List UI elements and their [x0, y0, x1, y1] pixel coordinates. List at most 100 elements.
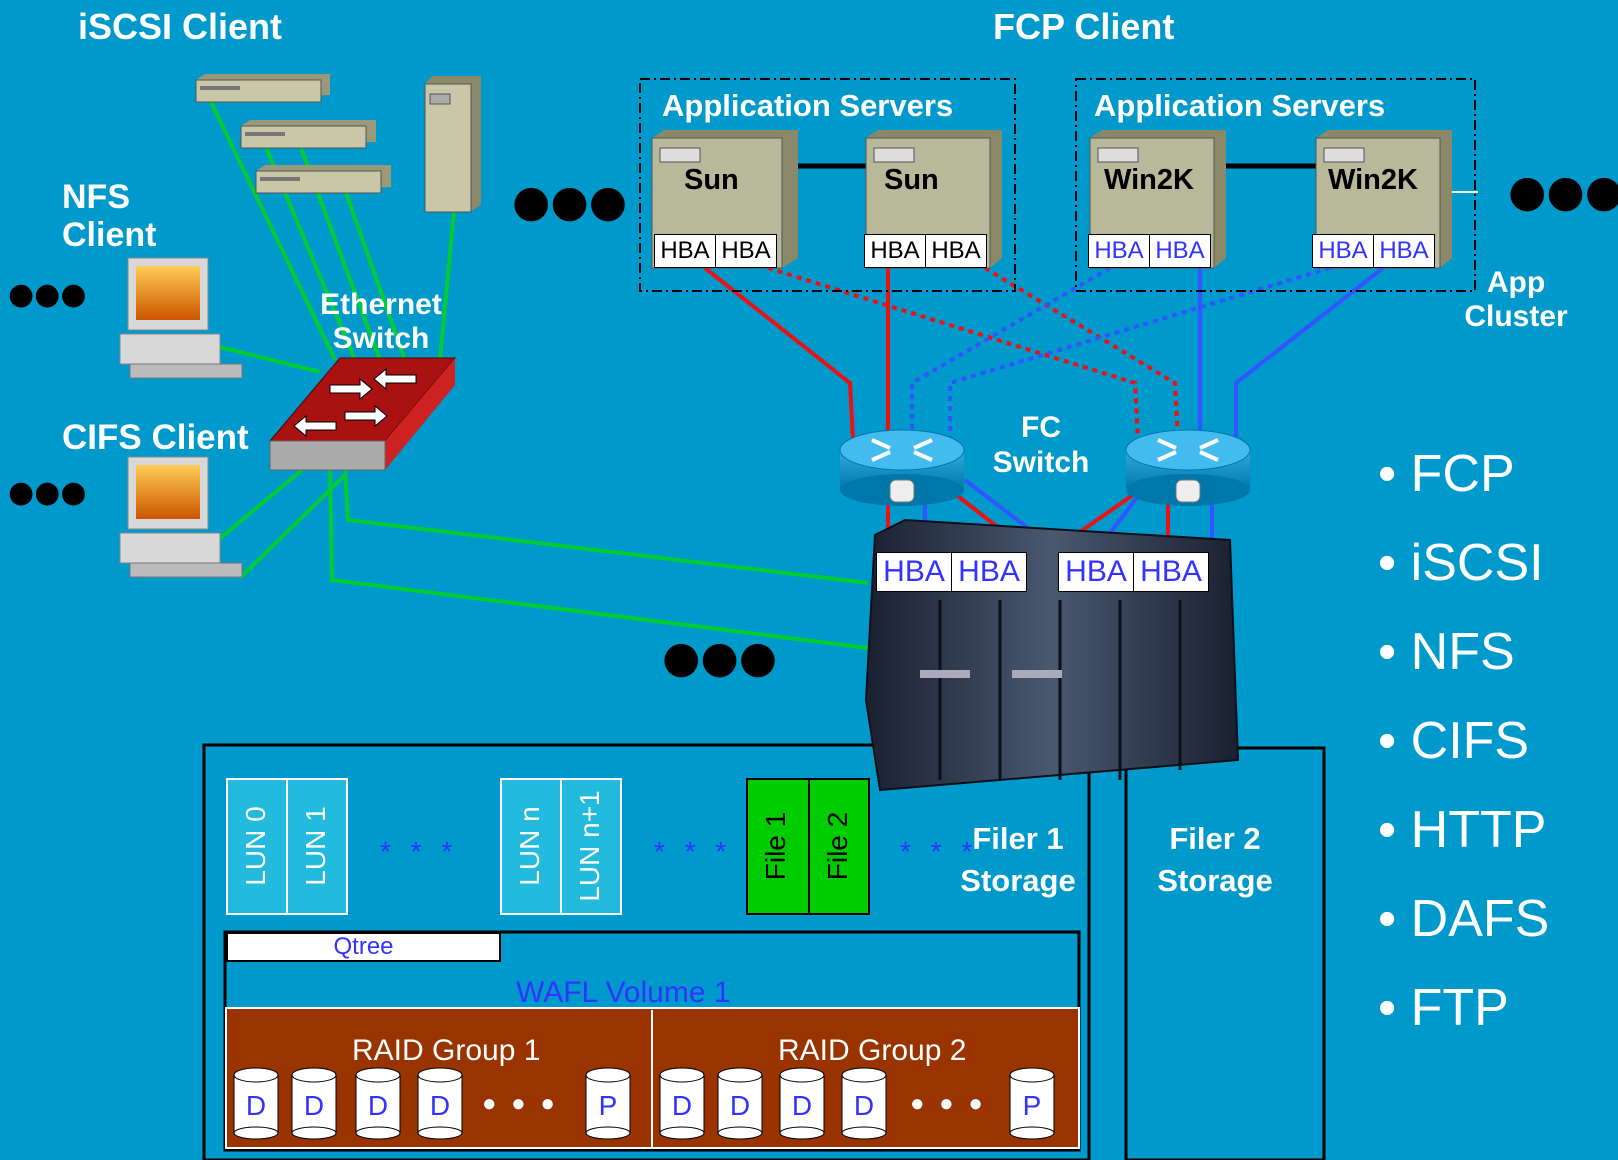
hba-label: HBA [1312, 234, 1374, 268]
filer1-line1: Filer 1 [972, 821, 1064, 856]
hba-label: HBA [951, 552, 1027, 592]
fc-switch-label: FC Switch [988, 410, 1094, 480]
ellipsis-dots: ●●● [8, 475, 87, 510]
fc-router-icon [1125, 429, 1251, 506]
fc-switch-line1: FC [1021, 411, 1061, 444]
star-separator: * * * [380, 836, 459, 867]
cifs-client-label: CIFS Client [62, 418, 249, 457]
filer2-storage-label: Filer 2 Storage [1152, 818, 1278, 902]
disk-icon [355, 1067, 401, 1140]
wafl-volume-label: WAFL Volume 1 [516, 976, 731, 1009]
hba-label: HBA [1149, 234, 1211, 268]
app-cluster-line1: App [1486, 266, 1546, 299]
disk-layer [233, 1067, 1055, 1140]
disk-icon [291, 1067, 337, 1140]
disk-icon [717, 1067, 763, 1140]
ellipsis-dots: ●●● [512, 176, 628, 227]
lun-divider [286, 780, 288, 913]
qtree-label: Qtree [226, 932, 501, 962]
filer2-line2: Storage [1157, 863, 1273, 898]
lun-label: LUN 0 [240, 806, 271, 886]
ethernet-switch-line2: Switch [332, 322, 430, 355]
ethernet-switch-icon [268, 357, 457, 471]
app-server-icon [1089, 130, 1226, 269]
disk-label: D [429, 1090, 451, 1121]
fc-router-icon [839, 429, 965, 506]
filer2-line1: Filer 2 [1169, 821, 1261, 856]
sun-group-title: Application Servers [662, 88, 954, 123]
disk-icon [585, 1067, 631, 1140]
disk-label: D [791, 1090, 813, 1121]
filer1-storage-frame [202, 743, 1091, 1160]
nfs-client-label: NFS Client [62, 178, 156, 254]
filer2-storage-frame [1124, 746, 1326, 1160]
desktop-pc-icon [119, 456, 243, 578]
raid-group-label: RAID Group 2 [778, 1034, 967, 1067]
ethernet-switch-label: Ethernet Switch [316, 288, 446, 356]
disk-ellipsis: ● ● ● [910, 1090, 987, 1117]
hba-label: HBA [1133, 552, 1209, 592]
protocol-item: • CIFS [1378, 712, 1530, 770]
lun-label: LUN 1 [300, 806, 331, 886]
hba-label: HBA [715, 234, 777, 268]
iscsi-client-label: iSCSI Client [78, 6, 283, 47]
rack-server-icon [195, 74, 330, 103]
cluster-links [795, 163, 1478, 193]
disk-icon [659, 1067, 705, 1140]
lun-divider [560, 780, 562, 913]
fc-switch-line2: Switch [992, 446, 1090, 479]
star-separator: * * * [900, 836, 979, 867]
win-server-group [1075, 78, 1476, 292]
lun-label: LUN n [514, 806, 545, 886]
ellipsis-dots: ●●● [662, 632, 778, 683]
protocol-item: • FTP [1378, 979, 1509, 1037]
desktop-pc-icon [119, 257, 243, 379]
win-group-title: Application Servers [1094, 88, 1386, 123]
file-label: File 2 [822, 811, 853, 881]
sun-server-group [639, 78, 1016, 292]
disk-label: D [671, 1090, 693, 1121]
disk-icon [779, 1067, 825, 1140]
raid-group-label: RAID Group 1 [352, 1034, 541, 1067]
nfs-client-line1: NFS [62, 178, 130, 216]
disk-label: D [245, 1090, 267, 1121]
protocol-item: • FCP [1378, 445, 1515, 503]
hba-label: HBA [925, 234, 987, 268]
rack-server-icon [255, 165, 391, 194]
disk-icon [233, 1067, 279, 1140]
disk-icon [417, 1067, 463, 1140]
hba-label: HBA [864, 234, 926, 268]
disk-label: P [1022, 1090, 1042, 1121]
lun-group [226, 778, 348, 915]
file-divider [808, 780, 810, 913]
disk-label: P [598, 1090, 618, 1121]
protocol-item: • NFS [1378, 623, 1515, 681]
ellipsis-dots: ●●● [8, 277, 87, 312]
app-cluster-label: App Cluster [1458, 266, 1574, 334]
disk-icon [1009, 1067, 1055, 1140]
lun-group [500, 778, 622, 915]
hba-label: HBA [1058, 552, 1134, 592]
protocol-item: • iSCSI [1378, 534, 1544, 592]
protocol-item: • HTTP [1378, 801, 1547, 859]
disk-icon [841, 1067, 887, 1140]
nfs-client-line2: Client [62, 216, 157, 254]
disk-label: D [853, 1090, 875, 1121]
lun-label: LUN n+1 [574, 790, 605, 902]
hba-label: HBA [1373, 234, 1435, 268]
file-label: File 1 [760, 811, 791, 881]
fcp-client-label: FCP Client [993, 6, 1175, 47]
server-name: Sun [684, 164, 739, 196]
disk-ellipsis: ● ● ● [482, 1090, 559, 1117]
ethernet-switch-line1: Ethernet [320, 288, 442, 321]
rack-server-icon [240, 120, 376, 149]
server-name: Win2K [1104, 164, 1194, 196]
app-cluster-line2: Cluster [1464, 300, 1568, 333]
filer1-line2: Storage [960, 863, 1076, 898]
star-separator: * * * [654, 836, 733, 867]
file-group [746, 778, 870, 915]
server-name: Win2K [1328, 164, 1418, 196]
hba-label: HBA [876, 552, 952, 592]
disk-label: D [367, 1090, 389, 1121]
